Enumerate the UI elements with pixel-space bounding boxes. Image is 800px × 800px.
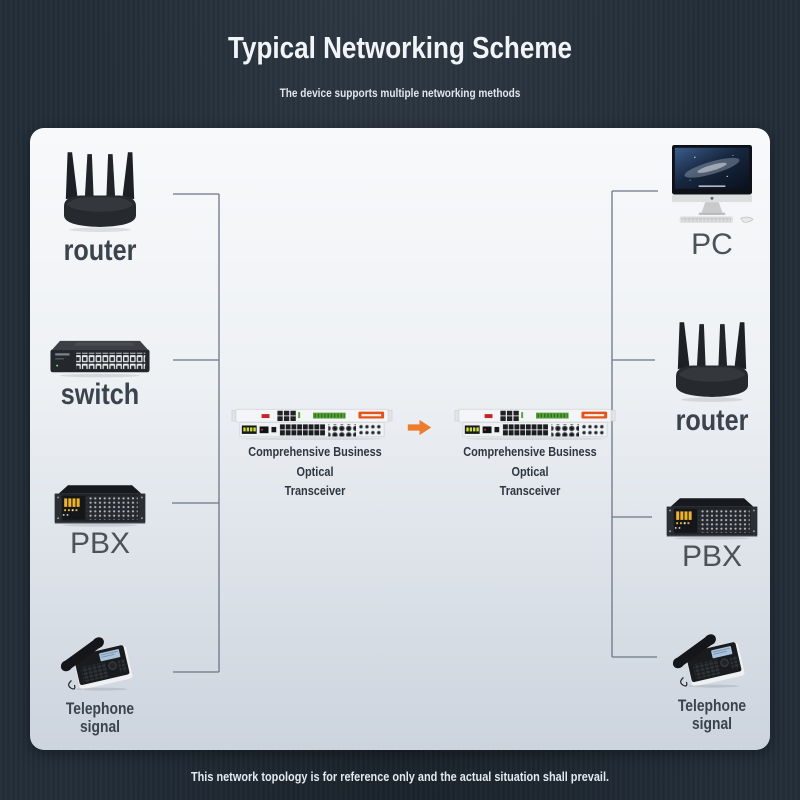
flow-arrow — [406, 418, 433, 437]
page-title-text: Typical Networking Scheme — [228, 30, 572, 65]
telephone-icon — [61, 631, 139, 691]
right-telephone-label: Telephone signal — [677, 697, 747, 734]
diagram-panel: router switch PBX Telephone signal PC ro… — [30, 128, 770, 750]
left-transceiver-label: Comprehensive Business Optical Transceiv… — [248, 444, 382, 498]
left-pbx-label: PBX — [69, 527, 131, 560]
pbx-icon — [51, 483, 149, 527]
telephone-icon — [673, 628, 751, 688]
network-switch-icon — [47, 338, 153, 378]
page-subtitle: The device supports multiple networking … — [0, 86, 800, 100]
footer-disclaimer-text: This network topology is for reference o… — [190, 769, 610, 784]
right-router: router — [662, 318, 762, 436]
left-switch-label: switch — [60, 378, 140, 411]
right-pbx: PBX — [662, 496, 762, 572]
connector-lines — [172, 190, 658, 673]
right-pbx-label: PBX — [681, 540, 743, 573]
wifi-router-icon — [667, 318, 757, 404]
left-router-label: router — [63, 234, 137, 267]
left-router: router — [40, 148, 160, 266]
left-telephone-label: Telephone signal — [65, 700, 135, 737]
left-transceiver — [228, 406, 396, 440]
right-pc-label: PC — [691, 228, 733, 261]
optical-transceiver-icon — [451, 406, 619, 440]
right-arrow-icon — [406, 418, 433, 437]
desktop-pc-icon — [664, 144, 760, 224]
left-pbx: PBX — [40, 483, 160, 559]
page-title: Typical Networking Scheme — [0, 30, 800, 66]
right-pc: PC — [662, 144, 762, 260]
right-transceiver-label: Comprehensive Business Optical Transceiv… — [463, 444, 597, 498]
pbx-icon — [663, 496, 761, 540]
footer-disclaimer: This network topology is for reference o… — [0, 769, 800, 784]
left-telephone: Telephone signal — [40, 631, 160, 736]
left-switch: switch — [40, 338, 160, 410]
right-router-label: router — [675, 404, 749, 437]
page-subtitle-text: The device supports multiple networking … — [279, 86, 521, 100]
optical-transceiver-icon — [228, 406, 396, 440]
wifi-router-icon — [55, 148, 145, 234]
right-transceiver — [451, 406, 619, 440]
right-telephone: Telephone signal — [662, 628, 762, 733]
